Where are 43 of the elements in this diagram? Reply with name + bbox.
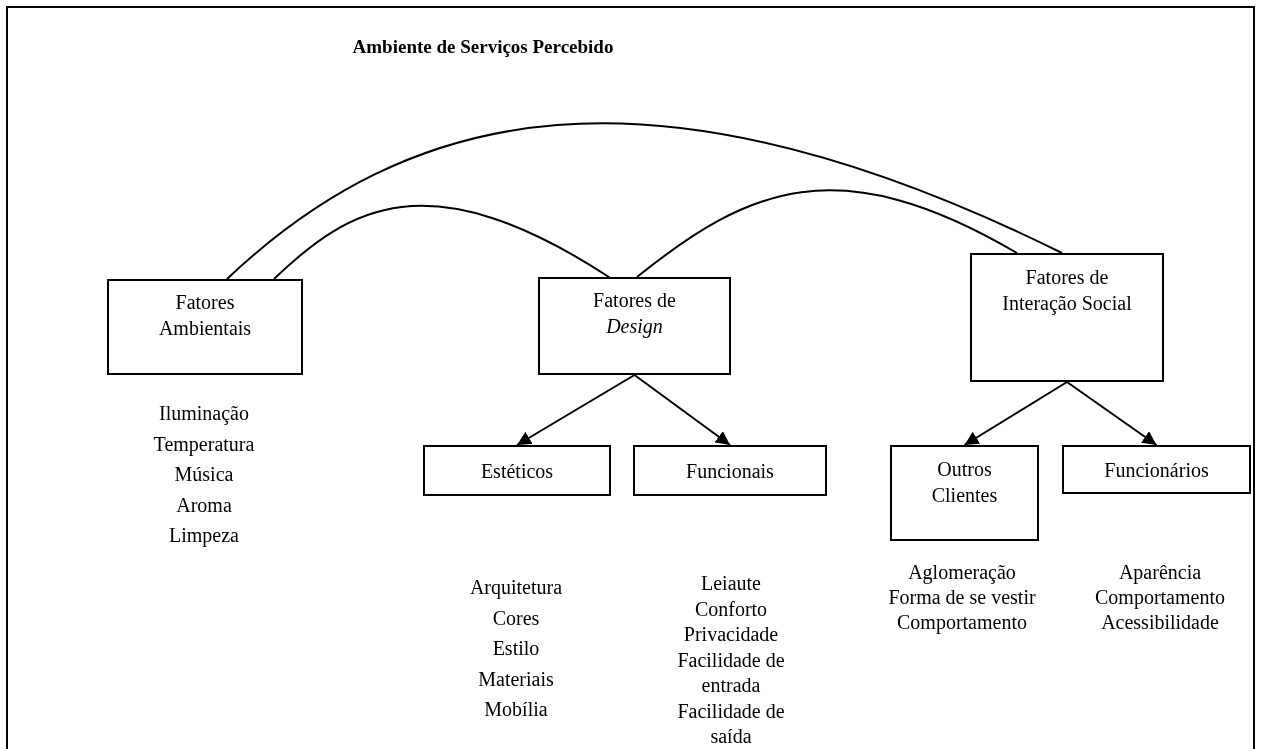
box-label: Estéticos — [480, 459, 554, 484]
box-label: Fatores de Design — [592, 288, 677, 339]
list-item: Privacidade — [682, 622, 780, 647]
list-item: Música — [173, 462, 235, 487]
list-item: Aglomeração — [907, 560, 1017, 585]
list-item: Temperatura — [152, 431, 256, 458]
box-label: Fatores de Interação Social — [1002, 265, 1132, 316]
arrow — [516, 374, 636, 446]
box-label: Fatores Ambientais — [157, 290, 253, 341]
list-item: Facilidade de entrada — [676, 647, 786, 698]
list-item: Facilidade de saída — [676, 698, 786, 749]
list-item: Limpeza — [168, 523, 240, 549]
list-item: Leiaute — [700, 571, 762, 596]
box-label: Outros Clientes — [930, 457, 999, 508]
factor-box — [890, 445, 1039, 541]
factor-box — [633, 445, 827, 496]
list-item: Aroma — [175, 492, 233, 518]
list-item: Estilo — [491, 636, 541, 661]
connector-curve — [273, 204, 613, 280]
list-item: Arquitetura — [468, 575, 564, 601]
factor-box — [423, 445, 611, 496]
arrow — [633, 374, 731, 446]
factor-box — [1062, 445, 1251, 494]
list-item: Materiais — [477, 666, 555, 692]
list-item: Aparência — [1117, 560, 1203, 585]
list-item: Iluminação — [158, 401, 250, 427]
arrow — [963, 381, 1068, 446]
diagram-title: Ambiente de Serviços Percebido — [351, 36, 615, 58]
list-item: Comportamento — [1094, 585, 1226, 610]
box-label: Funcionais — [686, 459, 774, 484]
list-item: Forma de se vestir — [887, 585, 1037, 610]
factor-box — [107, 279, 303, 375]
list-item: Cores — [491, 605, 541, 631]
connector-curve — [226, 122, 1063, 280]
list-item: Conforto — [693, 596, 769, 622]
box-label: Funcionários — [1104, 458, 1209, 483]
list-item: Acessibilidade — [1100, 610, 1220, 635]
list-item: Comportamento — [896, 610, 1028, 635]
factor-box — [538, 277, 731, 375]
list-item: Mobília — [483, 697, 549, 722]
arrow — [1066, 381, 1158, 446]
factor-box — [970, 253, 1164, 382]
connector-curve — [636, 189, 1018, 278]
